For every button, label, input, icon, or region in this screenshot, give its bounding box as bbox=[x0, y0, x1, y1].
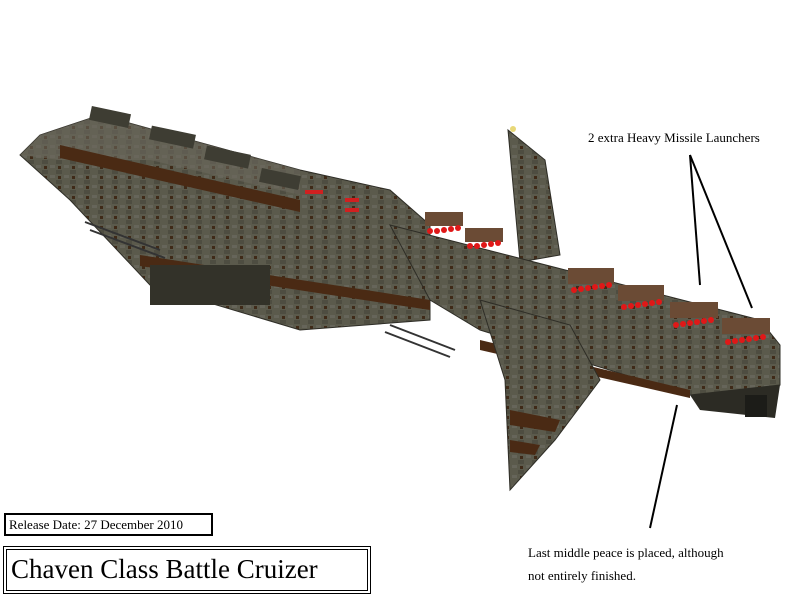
launcher-5 bbox=[670, 302, 718, 328]
middle-piece-line-2: not entirely finished. bbox=[528, 568, 636, 583]
launcher-2 bbox=[465, 228, 503, 249]
dorsal-fin bbox=[507, 126, 561, 263]
forward-hull bbox=[19, 105, 456, 358]
missile-launchers bbox=[425, 212, 770, 345]
launchers-annotation: 2 extra Heavy Missile Launchers bbox=[588, 130, 760, 145]
page-title: Chaven Class Battle Cruizer bbox=[3, 546, 371, 594]
middle-piece-line-1: Last middle peace is placed, although bbox=[528, 545, 724, 560]
ventral-fin bbox=[479, 299, 601, 492]
middle-piece-annotation: Last middle peace is placed, although no… bbox=[528, 541, 724, 587]
annotation-lines bbox=[649, 154, 753, 529]
release-date-box: Release Date: 27 December 2010 bbox=[4, 513, 213, 536]
launcher-3 bbox=[568, 268, 614, 293]
launcher-6 bbox=[722, 318, 770, 345]
launcher-4 bbox=[618, 285, 664, 310]
launcher-1 bbox=[425, 212, 463, 234]
